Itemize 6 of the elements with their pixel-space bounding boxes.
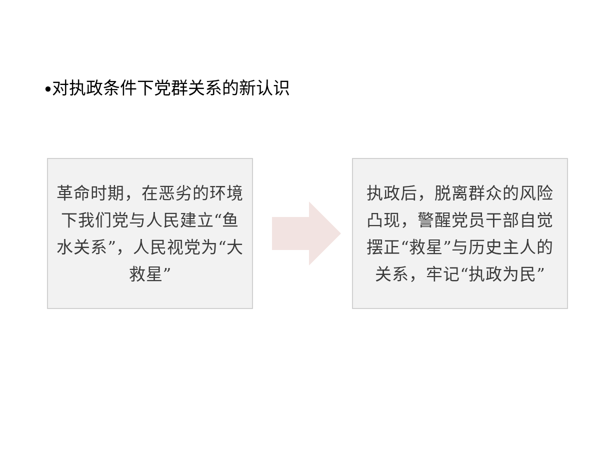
slide-title: 对执政条件下党群关系的新认识 (52, 78, 290, 100)
card-text: 革命时期，在恶劣的环境下我们党与人民建立“鱼水关系”，人民视党为“大救星” (56, 182, 244, 286)
text-card (352, 158, 568, 309)
text-card (47, 158, 253, 309)
block-arrow (272, 202, 341, 266)
card-text: 执政后，脱离群众的风险凸现，警醒党员干部自觉摆正“救星”与历史主人的关系，牢记“执政为民” (366, 182, 554, 286)
